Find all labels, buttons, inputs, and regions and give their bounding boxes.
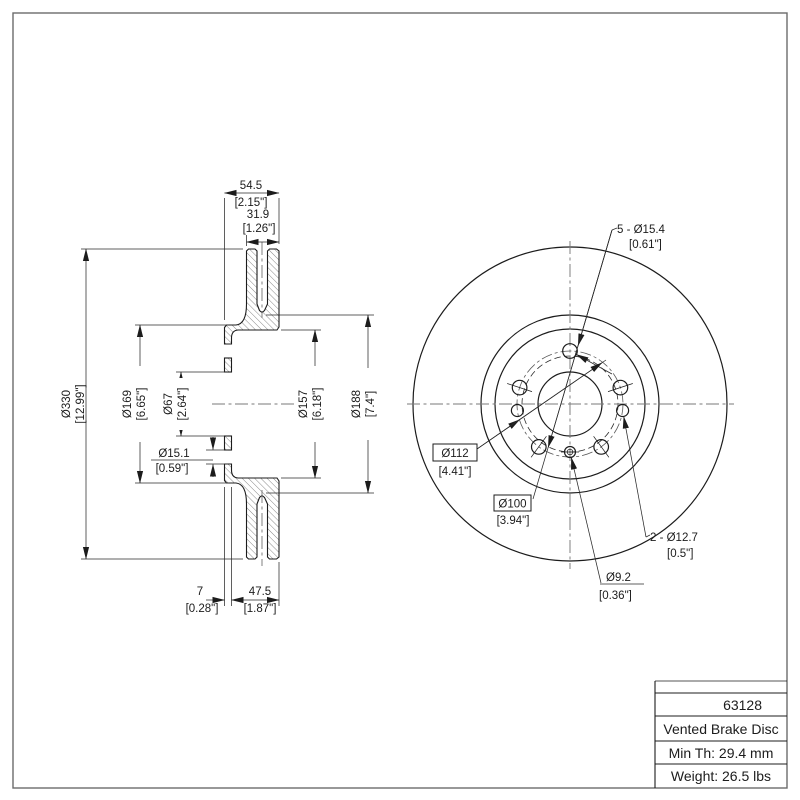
outer-pad-diameter-mm: Ø188 bbox=[351, 390, 363, 418]
ring-width-mm: 31.9 bbox=[247, 209, 269, 221]
sensor-hole-label: Ø9.2 bbox=[606, 572, 631, 584]
lug-hole-tick bbox=[607, 383, 633, 392]
dim-overall-width: 54.5 [2.15"] bbox=[224, 180, 280, 320]
dim-bore-diameter: Ø67 [2.64"] bbox=[159, 371, 228, 437]
dim-hat-depth: 47.5 [1.87"] bbox=[231, 562, 280, 615]
hat-wall-mm: 7 bbox=[197, 586, 203, 598]
label-pin-holes: 2 - Ø12.7 [0.5"] bbox=[622, 416, 698, 560]
pin-hole bbox=[510, 403, 525, 418]
hat-diameter-in: [6.65"] bbox=[136, 388, 148, 421]
pin-holes-label: 2 - Ø12.7 bbox=[650, 532, 698, 544]
hat-plate-upper-segment bbox=[223, 357, 233, 373]
section-bottom-half bbox=[223, 463, 280, 560]
pin-holes-in: [0.5"] bbox=[667, 548, 693, 560]
dim-ring-width: 31.9 [1.26"] bbox=[243, 209, 280, 246]
lug-hole-tick bbox=[530, 436, 547, 458]
lug-hole bbox=[562, 343, 578, 359]
dim-hat-wall: 7 [0.28"] bbox=[186, 487, 232, 615]
lug-hole-tick bbox=[593, 436, 610, 458]
outer-pad-diameter-in: [7.4"] bbox=[365, 391, 377, 417]
section-top-half bbox=[223, 248, 280, 345]
hat-diameter-mm: Ø169 bbox=[122, 390, 134, 418]
lug-hole-tick bbox=[507, 383, 533, 392]
hat-depth-in: [1.87"] bbox=[244, 603, 277, 615]
pin-hole bbox=[615, 403, 630, 418]
lug-hole-mm: Ø15.1 bbox=[158, 448, 189, 460]
inner-circle-in: [3.94"] bbox=[497, 515, 530, 527]
ring-width-in: [1.26"] bbox=[243, 223, 276, 235]
front-view: 5 - Ø15.4 [0.61"] Ø112 [4.41"] Ø100 [3.9… bbox=[407, 224, 734, 602]
lug-holes-label: 5 - Ø15.4 bbox=[617, 224, 666, 236]
dim-inner-pad-diameter: Ø157 [6.18"] bbox=[281, 329, 324, 479]
drawing-frame bbox=[12, 12, 788, 789]
outer-diameter-mm: Ø330 bbox=[61, 390, 73, 418]
lug-hole bbox=[511, 379, 528, 396]
inner-circle-mm: Ø100 bbox=[498, 499, 526, 511]
bolt-circle-in: [4.41"] bbox=[439, 466, 472, 478]
section-view: 54.5 [2.15"] 31.9 [1.26"] Ø330 [12.99"] … bbox=[61, 180, 377, 615]
inner-pad-diameter-mm: Ø157 bbox=[298, 390, 310, 418]
label-sensor-hole: Ø9.2 [0.36"] bbox=[570, 457, 644, 602]
overall-width-mm: 54.5 bbox=[240, 180, 262, 192]
dim-hat-diameter: Ø169 [6.65"] bbox=[118, 324, 229, 484]
inner-pad-diameter-in: [6.18"] bbox=[312, 388, 324, 421]
dim-outer-pad-diameter: Ø188 [7.4"] bbox=[266, 314, 377, 494]
product-type: Vented Brake Disc bbox=[663, 721, 778, 737]
dim-lug-hole: Ø15.1 [0.59"] bbox=[151, 437, 228, 477]
sensor-hole-in: [0.36"] bbox=[599, 590, 632, 602]
lug-hole bbox=[593, 439, 610, 455]
overall-width-in: [2.15"] bbox=[235, 197, 268, 209]
label-lug-holes: 5 - Ø15.4 [0.61"] bbox=[532, 224, 666, 500]
lug-hole bbox=[612, 379, 629, 396]
bore-diameter-mm: Ø67 bbox=[163, 393, 175, 415]
weight: Weight: 26.5 lbs bbox=[671, 768, 771, 784]
hat-plate-lower-segment bbox=[223, 435, 233, 451]
bolt-circle-mm: Ø112 bbox=[441, 448, 468, 460]
lug-holes-in: [0.61"] bbox=[629, 239, 662, 251]
hat-depth-mm: 47.5 bbox=[249, 586, 271, 598]
lug-hole-in: [0.59"] bbox=[156, 463, 189, 475]
title-block: 63128 Vented Brake Disc Min Th: 29.4 mm … bbox=[654, 680, 787, 788]
dim-outer-diameter: Ø330 [12.99"] bbox=[61, 248, 243, 560]
outer-diameter-in: [12.99"] bbox=[75, 384, 87, 423]
label-inner-circle: Ø100 [3.94"] bbox=[493, 494, 532, 527]
label-bolt-circle: Ø112 [4.41"] bbox=[432, 359, 607, 478]
part-number: 63128 bbox=[723, 697, 762, 713]
bore-diameter-in: [2.64"] bbox=[177, 388, 189, 421]
hat-wall-in: [0.28"] bbox=[186, 603, 219, 615]
lug-hole bbox=[530, 439, 547, 455]
min-thickness: Min Th: 29.4 mm bbox=[669, 745, 774, 761]
